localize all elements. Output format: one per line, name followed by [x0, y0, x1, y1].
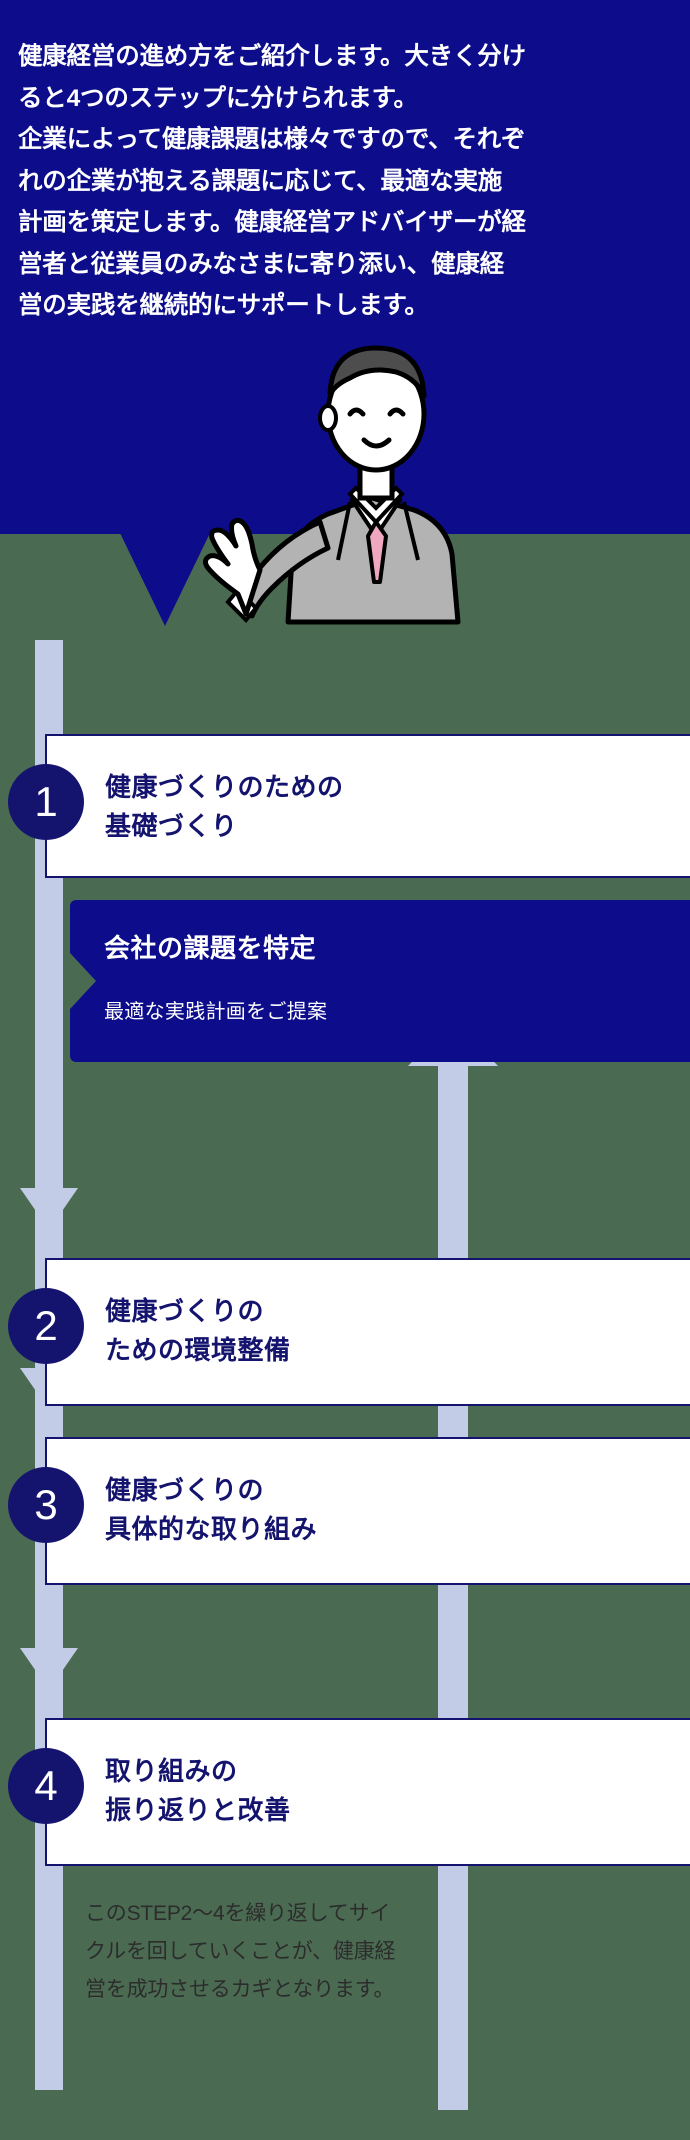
- cycle-note-line: 営を成功させるカギとなります。: [85, 1978, 395, 2001]
- step-number-badge-4: 4: [8, 1748, 84, 1824]
- cycle-note-line: このSTEP2〜4を繰り返してサイ: [85, 1902, 391, 1925]
- highlight-title: 会社の課題を特定: [104, 933, 317, 963]
- step-label-line: 健康づくりのための: [105, 772, 344, 802]
- businessman-illustration: [200, 322, 530, 642]
- step-label-2: 健康づくりの ための環境整備: [105, 1292, 291, 1370]
- step-label-4: 取り組みの 振り返りと改善: [105, 1752, 291, 1830]
- step-box-1[interactable]: [45, 734, 690, 878]
- step-number-badge-1: 1: [8, 764, 84, 840]
- step-label-line: 健康づくりの: [105, 1296, 265, 1326]
- step-box-4[interactable]: [45, 1718, 690, 1866]
- cycle-note: このSTEP2〜4を繰り返してサイ クルを回していくことが、健康経 営を成功させ…: [85, 1895, 455, 2009]
- intro-line: 営の実践を継続的にサポートします。: [18, 292, 429, 319]
- cycle-note-line: クルを回していくことが、健康経: [85, 1940, 396, 1963]
- step-label-line: 基礎づくり: [105, 811, 238, 841]
- step-connector-head-1: [20, 1188, 78, 1230]
- intro-line: 健康経営の進め方をご紹介します。大きく分け: [18, 43, 526, 70]
- intro-line: れの企業が抱える課題に応じて、最適な実施: [18, 167, 503, 195]
- speech-bubble-tail: [120, 533, 210, 626]
- highlight-box: [70, 900, 690, 1062]
- step-connector-head-3: [20, 1648, 78, 1690]
- intro-line: ると4つのステップに分けられます。: [18, 84, 418, 112]
- step-label-3: 健康づくりの 具体的な取り組み: [105, 1471, 317, 1549]
- step-label-line: 具体的な取り組み: [105, 1514, 318, 1544]
- step-number-badge-3: 3: [8, 1467, 84, 1543]
- intro-line: 計画を策定します。健康経営アドバイザーが経: [18, 209, 526, 236]
- step-box-3[interactable]: [45, 1437, 690, 1585]
- highlight-box-notch: [70, 953, 96, 1009]
- intro-speech-bubble: 健康経営の進め方をご紹介します。大きく分け ると4つのステップに分けられます。 …: [0, 0, 690, 534]
- intro-paragraph: 健康経営の進め方をご紹介します。大きく分け ると4つのステップに分けられます。 …: [18, 36, 526, 327]
- intro-line: 企業によって健康課題は様々ですので、それぞ: [18, 126, 526, 153]
- step-label-line: ための環境整備: [105, 1335, 291, 1365]
- intro-line: 営者と従業員のみなさまに寄り添い、健康経: [18, 250, 504, 278]
- step-label-line: 取り組みの: [105, 1756, 238, 1786]
- step-label-1: 健康づくりのための 基礎づくり: [105, 768, 344, 846]
- step-label-line: 健康づくりの: [105, 1475, 265, 1505]
- highlight-subtitle: 最適な実践計画をご提案: [104, 1001, 328, 1023]
- step-label-line: 振り返りと改善: [105, 1795, 291, 1825]
- step-number-badge-2: 2: [8, 1288, 84, 1364]
